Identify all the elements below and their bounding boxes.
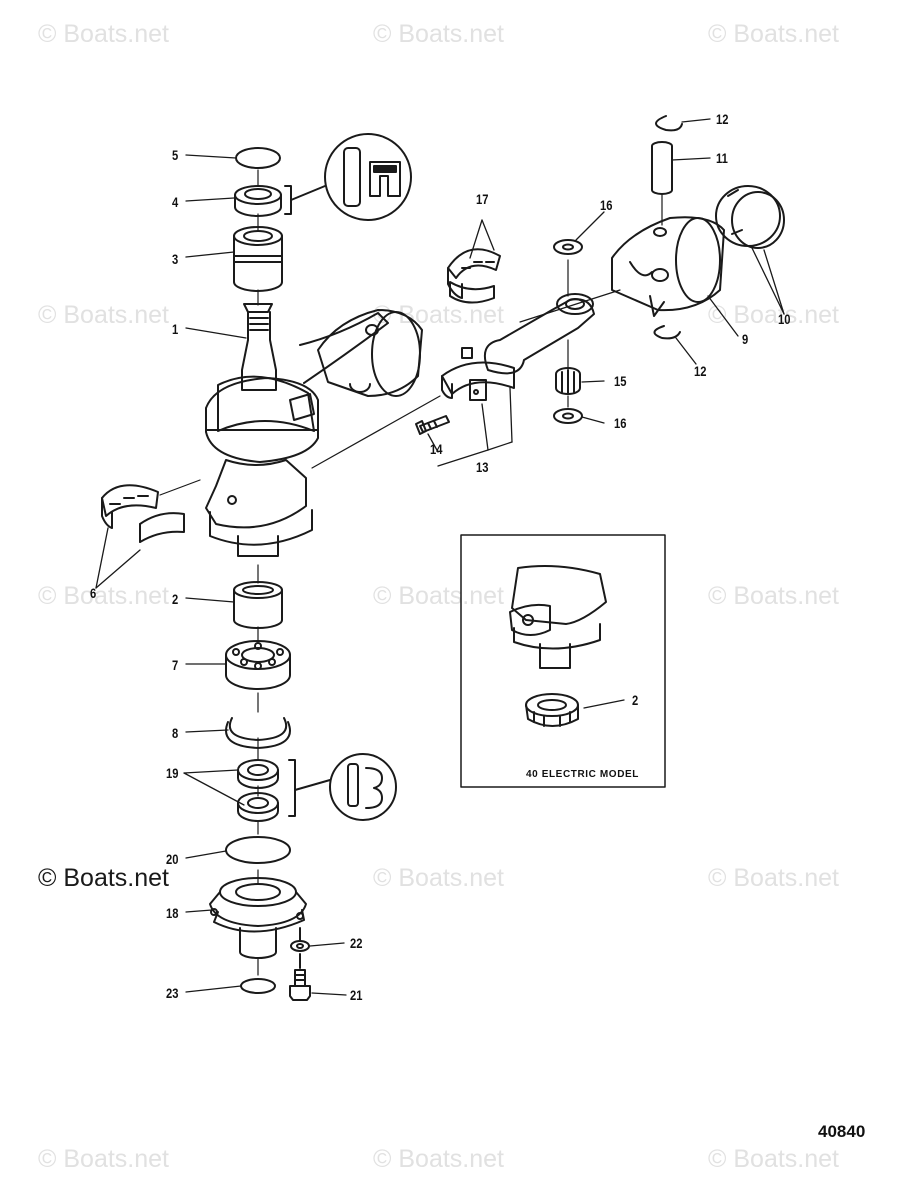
callout-11: 11 xyxy=(716,150,728,166)
wrist-pin-part-11 xyxy=(651,141,673,195)
detail-bubble-upper xyxy=(284,133,412,221)
callout-20: 20 xyxy=(166,851,179,867)
bearing-cage-part-6 xyxy=(101,484,185,543)
watermark: © Boats.net xyxy=(373,301,504,329)
ball-bearing-part-7 xyxy=(225,640,291,690)
piston-part-9 xyxy=(611,216,725,317)
needle-bearing-part-3 xyxy=(233,226,283,292)
callout-16-upper: 16 xyxy=(600,197,613,213)
detail-bubble-lower xyxy=(288,753,397,821)
rod-cap-part-13 xyxy=(441,347,515,401)
needle-bearing-part-15 xyxy=(555,367,581,395)
washer-part-16-upper xyxy=(553,239,583,255)
watermark: © Boats.net xyxy=(708,864,839,892)
piston-small xyxy=(317,309,423,397)
callout-19: 19 xyxy=(166,765,179,781)
watermark: © Boats.net xyxy=(373,1145,504,1173)
needle-bearing-part-2 xyxy=(233,581,283,629)
diagram-id: 40840 xyxy=(818,1122,866,1141)
piston-rings-part-10 xyxy=(715,185,785,249)
screw-part-21 xyxy=(289,953,311,1001)
callout-6: 6 xyxy=(90,585,97,601)
callout-18: 18 xyxy=(166,905,179,921)
inset-caption: 40 ELECTRIC MODEL xyxy=(526,769,639,780)
o-ring-part-20 xyxy=(225,836,291,864)
seals-part-19 xyxy=(237,759,279,822)
crankshaft-part-1 xyxy=(205,303,389,557)
callout-inset-2: 2 xyxy=(632,692,639,708)
watermark: © Boats.net xyxy=(38,301,169,329)
retaining-ring-part-8 xyxy=(225,717,291,749)
callout-10: 10 xyxy=(778,311,791,327)
callout-12-upper: 12 xyxy=(716,111,729,127)
watermark-dark: © Boats.net xyxy=(38,864,169,892)
callout-21: 21 xyxy=(350,987,363,1003)
washer-part-22 xyxy=(290,927,310,952)
bearing-cage-part-17 xyxy=(447,248,501,304)
watermark: © Boats.net xyxy=(373,864,504,892)
watermark: © Boats.net xyxy=(708,20,839,48)
callout-16-lower: 16 xyxy=(614,415,627,431)
callout-17: 17 xyxy=(476,191,489,207)
inset-electric-model xyxy=(460,534,666,788)
watermark: © Boats.net xyxy=(373,20,504,48)
washer-part-16-lower xyxy=(553,408,583,424)
center-line xyxy=(159,169,663,976)
callout-23: 23 xyxy=(166,985,179,1001)
o-ring-part-23 xyxy=(240,978,276,994)
bolt-part-14 xyxy=(415,415,450,435)
watermark: © Boats.net xyxy=(373,582,504,610)
connecting-rod xyxy=(484,293,595,375)
callout-15: 15 xyxy=(614,373,627,389)
watermark: © Boats.net xyxy=(708,582,839,610)
watermark: © Boats.net xyxy=(708,1145,839,1173)
watermark: © Boats.net xyxy=(38,20,169,48)
callout-14: 14 xyxy=(430,441,443,457)
watermark: © Boats.net xyxy=(38,582,169,610)
callout-7: 7 xyxy=(172,657,179,673)
clip-part-12-lower xyxy=(653,325,681,340)
callout-5: 5 xyxy=(172,147,179,163)
end-cap-part-18 xyxy=(209,877,307,959)
clip-part-12-upper xyxy=(655,115,683,132)
watermark: © Boats.net xyxy=(38,1145,169,1173)
callout-3: 3 xyxy=(172,251,179,267)
callout-12-lower: 12 xyxy=(694,363,707,379)
callout-2: 2 xyxy=(172,591,179,607)
callout-8: 8 xyxy=(172,725,179,741)
plug-part-5 xyxy=(235,147,281,169)
leader-lines xyxy=(95,118,785,996)
callout-9: 9 xyxy=(742,331,749,347)
callout-1: 1 xyxy=(172,321,179,337)
callout-22: 22 xyxy=(350,935,363,951)
callout-13: 13 xyxy=(476,459,489,475)
callout-4: 4 xyxy=(172,194,179,210)
seal-part-4 xyxy=(234,185,282,217)
